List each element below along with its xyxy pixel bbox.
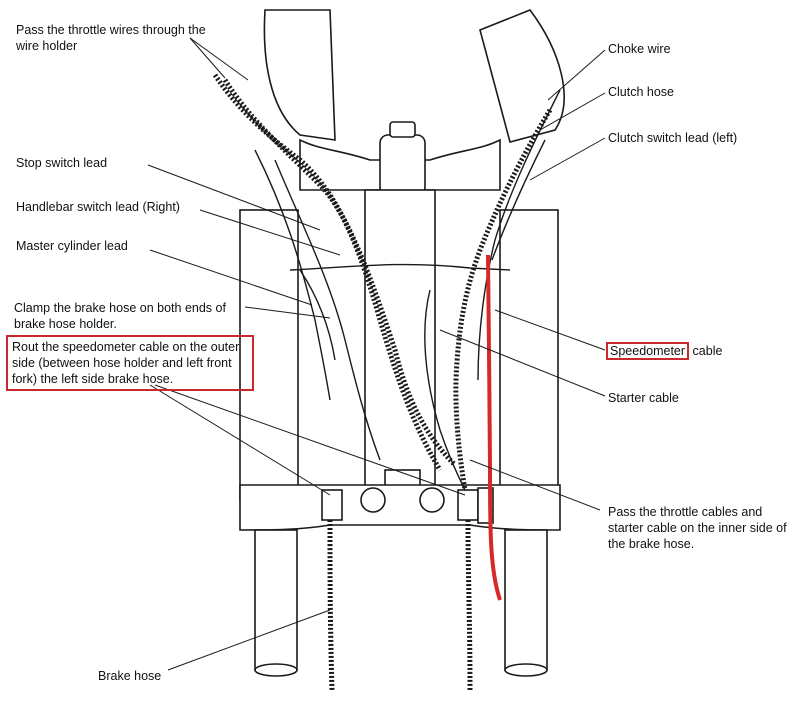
handlebar-switch-lead — [274, 159, 381, 461]
bracket-hole-left — [360, 487, 386, 513]
stop-switch-lead — [254, 149, 331, 401]
master-cylinder-lead — [299, 269, 336, 361]
headlight-shroud-right — [479, 9, 565, 143]
speedometer-highlight-word: Speedometer — [606, 342, 690, 360]
label-rout-speedometer-cable: Rout the speedometer cable on the outer … — [6, 335, 254, 391]
right-fork-tube — [504, 529, 548, 671]
label-speedometer-cable: Speedometer cable — [606, 342, 723, 360]
label-clamp-brake-hose: Clamp the brake hose on both ends of bra… — [14, 301, 226, 331]
clutch-switch-lead — [491, 139, 546, 261]
throttle-wires-coiled-2 — [222, 78, 457, 467]
label-brake-hose: Brake hose — [98, 669, 162, 683]
label-handlebar-switch-lead: Handlebar switch lead (Right) — [16, 200, 180, 214]
left-brake-hose — [327, 519, 335, 691]
right-handlebar-clamp — [499, 209, 559, 501]
label-choke-wire: Choke wire — [608, 42, 671, 56]
leader-lines — [147, 37, 606, 671]
ignition-switch-housing — [379, 134, 426, 196]
starter-cable — [424, 289, 466, 491]
label-pass-throttle-cables: Pass the throttle cables and starter cab… — [608, 505, 787, 551]
brake-hose-holder-right — [457, 489, 479, 521]
speedometer-cable — [486, 254, 502, 601]
right-fork-end — [504, 663, 548, 677]
speedometer-label-rest: cable — [689, 344, 723, 358]
left-fork-end — [254, 663, 298, 677]
lower-fork-bracket — [239, 484, 561, 531]
brake-hose-holder-left — [321, 489, 343, 521]
cross-handlebar-cable — [289, 263, 511, 271]
label-throttle-wires: Pass the throttle wires through the wire… — [16, 23, 206, 53]
left-handlebar-clamp — [239, 209, 299, 501]
label-stop-switch-lead: Stop switch lead — [16, 156, 108, 170]
choke-wire — [477, 89, 561, 381]
clutch-hose — [453, 108, 553, 491]
label-master-cylinder-lead: Master cylinder lead — [16, 239, 128, 253]
headlight-shroud — [263, 9, 336, 141]
bracket-hole-right — [419, 487, 445, 513]
label-clutch-hose: Clutch hose — [608, 85, 675, 99]
label-clutch-switch-lead: Clutch switch lead (left) — [608, 131, 738, 145]
label-starter-cable: Starter cable — [608, 391, 679, 405]
ignition-switch-top — [389, 121, 416, 138]
left-fork-tube — [254, 529, 298, 671]
right-brake-hose — [465, 519, 473, 691]
